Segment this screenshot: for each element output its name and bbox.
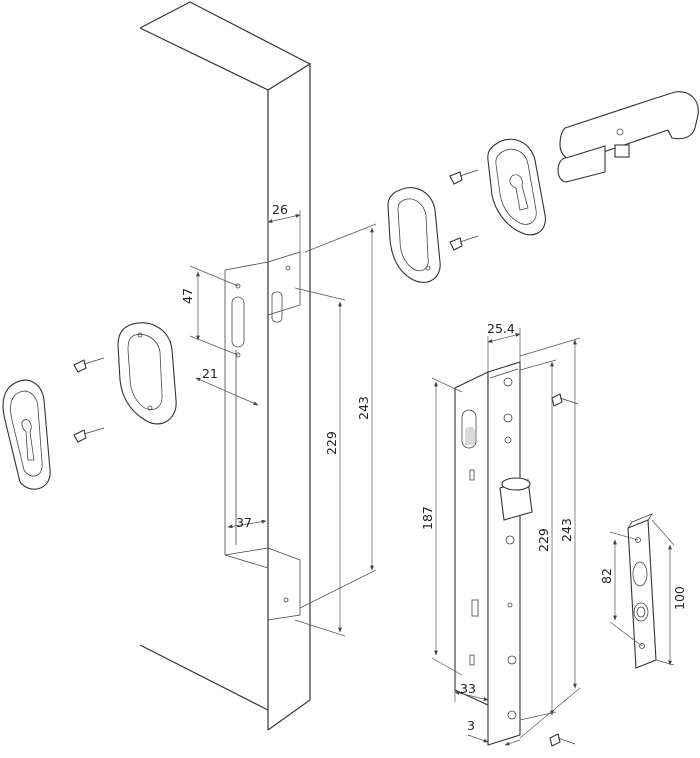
lock-body xyxy=(454,361,533,746)
strike-plate xyxy=(627,513,657,669)
dim-229-lock: 229 xyxy=(536,528,551,552)
dim-187: 187 xyxy=(420,506,435,530)
euro-cylinder xyxy=(557,91,699,183)
dim-243-door: 243 xyxy=(356,396,371,420)
dim-47: 47 xyxy=(180,288,195,304)
escutcheon-keyhole-right xyxy=(487,138,546,236)
dim-100: 100 xyxy=(672,586,687,610)
dim-26: 26 xyxy=(272,202,288,217)
strike-dimensions: 82 100 xyxy=(599,519,687,666)
dim-21: 21 xyxy=(202,366,218,381)
dim-82: 82 xyxy=(599,568,614,584)
screws-lock xyxy=(549,393,579,747)
door xyxy=(139,1,311,731)
screws-right xyxy=(449,169,479,251)
lock-dimensions: 25.4 187 229 243 33 3 xyxy=(420,321,581,746)
escutcheon-oval-left xyxy=(117,322,177,425)
dim-229-door: 229 xyxy=(324,431,339,455)
dim-37: 37 xyxy=(236,515,252,530)
door-dimensions: 26 47 21 229 243 37 xyxy=(180,202,377,637)
dim-3: 3 xyxy=(467,718,475,733)
dim-33: 33 xyxy=(460,681,476,696)
dim-243-lock: 243 xyxy=(559,518,574,542)
dim-25-4: 25.4 xyxy=(487,321,515,336)
escutcheon-keyhole-left xyxy=(2,379,51,490)
screws-left xyxy=(73,357,105,443)
escutcheon-oval-right xyxy=(387,187,441,283)
